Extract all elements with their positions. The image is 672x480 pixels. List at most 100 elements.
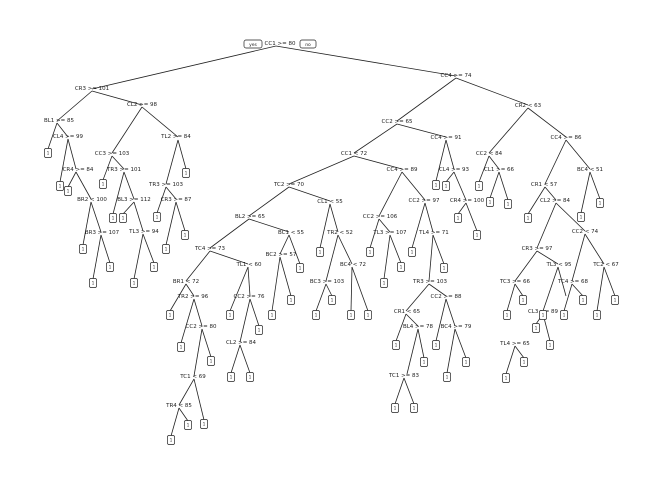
leaf-node-label: 1	[542, 313, 545, 318]
leaf-node-label: 1	[465, 360, 468, 365]
leaf-node	[207, 356, 215, 366]
leaf-node	[316, 247, 324, 257]
leaf-node	[432, 180, 440, 190]
leaf-node	[503, 310, 511, 320]
leaf-node	[44, 148, 52, 158]
node-split-label: BL1 >= 85	[44, 118, 75, 124]
leaf-node-label: 1	[230, 375, 233, 380]
leaf-node	[89, 278, 97, 288]
yes-tag	[243, 39, 263, 49]
leaf-node-label: 1	[367, 313, 370, 318]
leaf-node	[130, 278, 138, 288]
node-split-label: CC1 < 72	[341, 151, 367, 157]
leaf-node-label: 1	[122, 216, 125, 221]
leaf-node	[109, 213, 117, 223]
leaf-node	[546, 340, 554, 350]
leaf-node-label: 1	[535, 326, 538, 331]
leaf-node	[462, 357, 470, 367]
leaf-node-label: 1	[67, 189, 70, 194]
node-split-label: TC1 < 69	[179, 374, 206, 380]
leaf-node	[328, 295, 336, 305]
leaf-node	[166, 310, 174, 320]
node-split-label: CL4 >= 99	[53, 134, 84, 140]
leaf-node-label: 1	[82, 247, 85, 252]
node-split-label: TL3 < 95	[545, 262, 572, 268]
leaf-node	[560, 310, 568, 320]
leaf-node-label: 1	[522, 298, 525, 303]
leaf-node	[246, 372, 254, 382]
node-split-label: TC1 >= 83	[388, 373, 420, 379]
leaf-node	[119, 213, 127, 223]
leaf-node-label: 1	[446, 375, 449, 380]
leaf-node	[227, 372, 235, 382]
leaf-node-label: 1	[505, 376, 508, 381]
leaf-node-label: 1	[413, 406, 416, 411]
leaf-node-label: 1	[383, 281, 386, 286]
leaf-node-label: 1	[170, 438, 173, 443]
leaf-node-label: 1	[350, 313, 353, 318]
leaf-node-label: 1	[445, 184, 448, 189]
node-split-label: CL2 >= 84	[540, 198, 571, 204]
node-split-label: CC2 >= 76	[234, 294, 265, 300]
leaf-node	[312, 310, 320, 320]
node-split-label: BC4 >= 79	[441, 324, 472, 330]
node-root-label: CC1 >= 80	[265, 41, 296, 47]
leaf-node	[153, 212, 161, 222]
leaf-node-label: 1	[156, 215, 159, 220]
leaf-node-label: 1	[506, 313, 509, 318]
leaf-node	[473, 230, 481, 240]
leaf-node-label: 1	[184, 233, 187, 238]
node-split-label: TL3 >= 107	[372, 230, 407, 236]
leaf-node-label: 1	[614, 298, 617, 303]
leaf-node	[184, 420, 192, 430]
node-split-label: BC3 >= 103	[310, 279, 345, 285]
leaf-node-label: 1	[599, 201, 602, 206]
leaf-node	[504, 199, 512, 209]
no-tag	[299, 39, 317, 49]
leaf-node-label: 1	[315, 313, 318, 318]
leaf-node	[366, 247, 374, 257]
leaf-node	[454, 213, 462, 223]
leaf-node	[443, 372, 451, 382]
leaf-node-label: 1	[423, 360, 426, 365]
leaf-node	[440, 263, 448, 273]
node-split-label: CC4 >= 91	[431, 135, 462, 141]
node-split-label: CR3 >= 101	[75, 86, 109, 92]
leaf-node-label: 1	[112, 216, 115, 221]
node-split-label: CC2 < 84	[476, 151, 503, 157]
node-split-label: CR1 < 57	[531, 182, 558, 188]
leaf-node	[524, 213, 532, 223]
node-split-label: CL2 >= 84	[226, 340, 257, 346]
node-split-label: TL4 >= 65	[499, 341, 530, 347]
node-split-label: TR3 >= 103	[412, 279, 447, 285]
node-split-label: TC4 >= 68	[557, 279, 589, 285]
leaf-node	[380, 278, 388, 288]
node-split-label: TR4 < 85	[165, 403, 192, 409]
leaf-node	[442, 181, 450, 191]
node-split-label: BC4 < 51	[577, 167, 603, 173]
node-split-label: TL3 >= 94	[128, 229, 159, 235]
leaf-node-label: 1	[92, 281, 95, 286]
leaf-node	[287, 295, 295, 305]
node-split-label: CC3 >= 103	[95, 151, 130, 157]
leaf-node-label: 1	[400, 265, 403, 270]
leaf-node	[520, 357, 528, 367]
leaf-node	[347, 310, 355, 320]
node-split-label: CR1 < 65	[394, 309, 421, 315]
leaf-node-label: 1	[582, 298, 585, 303]
node-split-label: BL2 >= 65	[235, 214, 266, 220]
leaf-node	[410, 403, 418, 413]
leaf-node	[167, 435, 175, 445]
leaf-node-label: 1	[457, 216, 460, 221]
leaf-node-label: 1	[210, 359, 213, 364]
node-split-label: BR1 < 72	[173, 279, 199, 285]
leaf-node	[502, 373, 510, 383]
leaf-node	[539, 310, 547, 320]
leaf-node	[79, 244, 87, 254]
leaf-node-label: 1	[319, 250, 322, 255]
split-labels: CC1 >= 80 CR3 >= 101 CC4 >= 74 BL1 >= 85…	[44, 41, 619, 409]
leaf-node-label: 1	[153, 265, 156, 270]
leaf-node	[596, 198, 604, 208]
leaf-node-label: 1	[299, 266, 302, 271]
